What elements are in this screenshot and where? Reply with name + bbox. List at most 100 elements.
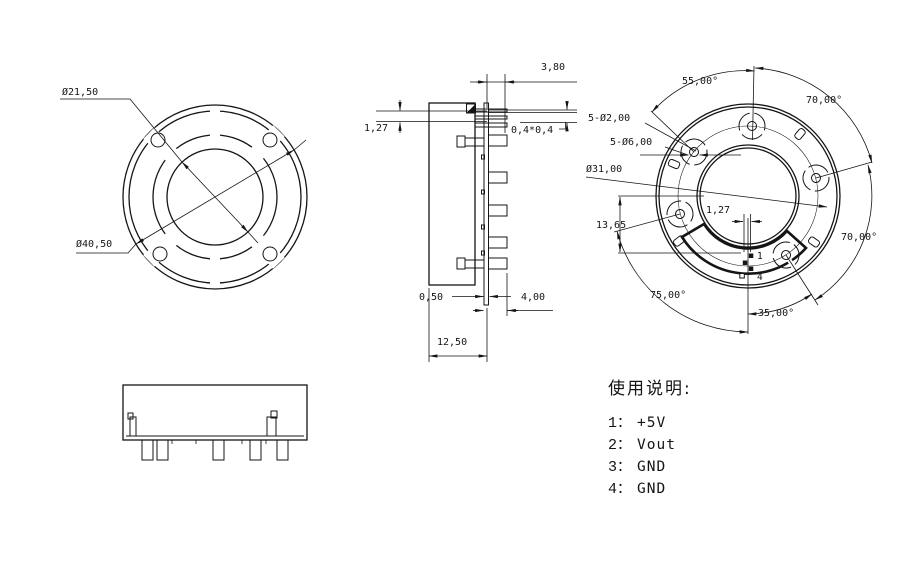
- clip-hook: [456, 135, 466, 148]
- side-pcb-plate: [483, 102, 489, 306]
- mounting-hole: [262, 132, 278, 148]
- dim-380-label: 3,80: [541, 62, 565, 73]
- clip-bar: [464, 259, 485, 269]
- legend-item-3: 3： GND: [608, 455, 692, 477]
- slot-gap: [143, 127, 182, 166]
- datum-fill: [466, 104, 476, 113]
- dim-050-label: 0,50: [419, 292, 443, 303]
- post-hook: [127, 412, 134, 420]
- bolt-circle-leader: [585, 176, 828, 208]
- dim-380-lines: [470, 74, 577, 133]
- top-view: Ø21,50 Ø40,50: [60, 86, 308, 290]
- slot-gap: [246, 230, 285, 269]
- side-pin: [488, 204, 508, 217]
- dim-400-label: 4,00: [521, 292, 545, 303]
- arc-55: [651, 68, 755, 113]
- screw-hole: [737, 111, 767, 140]
- front-pin: [212, 439, 225, 461]
- front-base-ticks: [171, 440, 267, 444]
- pin-pad-1: [748, 253, 754, 258]
- top-view-outer-circle: [122, 104, 308, 290]
- pin-pad-3: [748, 266, 754, 271]
- clip-hook: [456, 257, 466, 270]
- plate-stubs: [481, 154, 485, 256]
- legend-pin-number: 3: [608, 459, 618, 476]
- contact-rib: [474, 115, 508, 120]
- rim-tab: [794, 128, 806, 140]
- angle-70-right-label: 70,00°: [841, 232, 877, 243]
- outer-dia-leader: [76, 139, 307, 254]
- front-pin: [156, 439, 169, 461]
- side-pin: [488, 257, 508, 270]
- side-pin: [488, 236, 508, 249]
- legend-separator: ：: [617, 481, 632, 497]
- arc-75: [616, 230, 749, 334]
- legend-item-4: 4：GND: [608, 477, 692, 499]
- legend-separator: ：: [617, 459, 632, 475]
- side-pin: [488, 171, 508, 184]
- slot-gap: [210, 107, 220, 141]
- legend-item-1: 1： +5V: [608, 411, 692, 433]
- tab-shape: [807, 236, 821, 248]
- dim-pin-pitch-label: 1,27: [706, 205, 730, 216]
- clip-bar: [464, 137, 485, 147]
- post-shaft: [266, 416, 277, 437]
- small-holes-leader: [644, 122, 697, 152]
- arc-70-right: [814, 164, 873, 301]
- dim-127-label: 1,27: [364, 123, 388, 134]
- angle-35-label: 35,00°: [758, 308, 794, 319]
- legend-pin-number: 4: [608, 481, 618, 498]
- legend-pin-function: +5V: [637, 415, 667, 431]
- angle-75-label: 75,00°: [650, 290, 686, 301]
- legend-pin-number: 1: [608, 415, 618, 432]
- slot-gap: [210, 253, 220, 287]
- slot-gap: [246, 125, 285, 164]
- mounting-hole: [262, 246, 278, 262]
- angle-70-top-label: 70,00°: [806, 95, 842, 106]
- dim-pin-pitch-ext: [743, 214, 751, 252]
- post-hook: [270, 410, 278, 419]
- dim-rib-label: 0,4*0,4: [511, 125, 553, 136]
- legend-pin-function: Vout: [637, 437, 676, 453]
- rim-tab: [807, 236, 821, 248]
- usage-legend: 使用说明: 1：+5V 2：Vout 3：GND 4：GND: [608, 374, 692, 499]
- legend-pin-number: 2: [608, 437, 618, 454]
- contact-rib: [474, 108, 508, 113]
- dim-1250-ext: [428, 288, 488, 362]
- contact-rib: [474, 122, 508, 128]
- dim-127-ext: [376, 110, 487, 122]
- tab-shape: [794, 128, 806, 140]
- outer-dia-label: Ø40,50: [76, 238, 112, 250]
- legend-pin-function: GND: [637, 459, 667, 475]
- angle-55-label: 55,00°: [682, 76, 718, 87]
- pin-pad-4: [739, 273, 745, 279]
- tab-shape: [667, 158, 681, 170]
- front-post-left: [127, 412, 137, 437]
- outer-dia-dim-line: [135, 149, 295, 245]
- back-view: 1 4 55,00° 70,00° 70,00° 75,00° 35,00° 5…: [585, 65, 877, 334]
- inner-dia-label: Ø21,50: [62, 86, 98, 98]
- arc-35: [747, 293, 813, 316]
- legend-title: 使用说明:: [608, 379, 692, 399]
- pin-pad-2: [742, 260, 748, 265]
- mounting-hole: [152, 246, 168, 262]
- side-clip-bottom: [456, 257, 485, 270]
- legend-separator: ：: [617, 437, 632, 453]
- pin-4-label: 4: [757, 272, 763, 283]
- dim-1250-label: 12,50: [437, 337, 467, 348]
- large-holes-label: 5-Ø6,00: [610, 136, 652, 148]
- bolt-circle-label: Ø31,00: [586, 163, 622, 175]
- legend-separator: ：: [617, 415, 632, 431]
- arc-70-top: [754, 66, 873, 164]
- rim-tab: [667, 158, 681, 170]
- front-pin: [249, 439, 262, 461]
- side-view: 3,80 1,27 0,4*0,4 0,50 4,00 12,50: [364, 62, 577, 362]
- side-clip-top: [456, 135, 485, 148]
- front-body-outline: [122, 384, 308, 441]
- front-pin: [276, 439, 289, 461]
- side-body-outline: [428, 102, 476, 286]
- small-holes-label: 5-Ø2,00: [588, 112, 630, 124]
- rib-extension-lines: [488, 109, 577, 113]
- front-pin: [141, 439, 154, 461]
